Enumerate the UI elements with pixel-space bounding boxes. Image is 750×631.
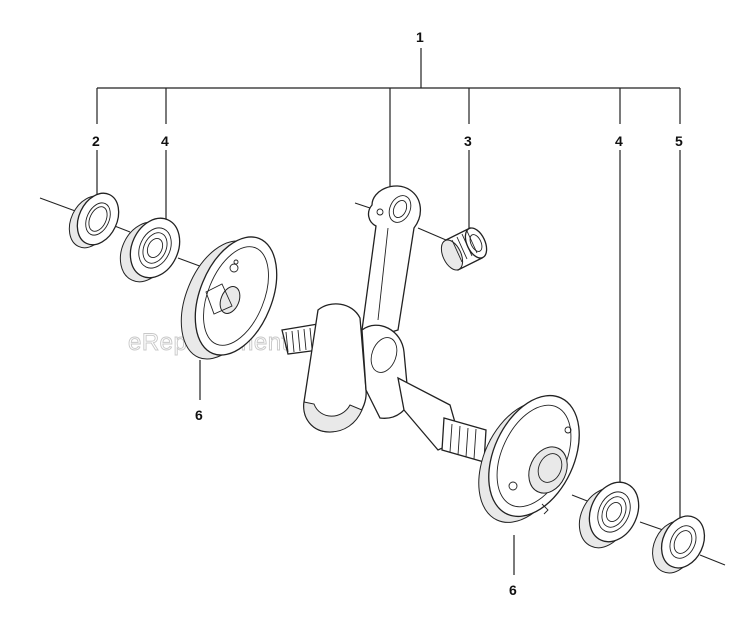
crankshaft (281, 303, 487, 463)
crank-half-right (478, 394, 580, 523)
oil-seal-left (68, 192, 120, 249)
ball-bearing-left (119, 217, 181, 283)
callout-6-left: 6 (195, 407, 203, 423)
connecting-rod (361, 185, 421, 339)
callout-5: 5 (675, 133, 683, 149)
callout-2: 2 (92, 133, 100, 149)
callout-1: 1 (416, 29, 424, 45)
ball-bearing-right (578, 481, 640, 549)
callout-3: 3 (464, 133, 472, 149)
oil-seal-right (652, 515, 706, 574)
callout-4-left: 4 (161, 133, 169, 149)
callout-leader-lines (96, 48, 681, 575)
callout-6-right: 6 (509, 582, 517, 598)
needle-bearing (440, 227, 488, 271)
callout-4-right: 4 (615, 133, 623, 149)
crank-half-left (180, 236, 278, 360)
